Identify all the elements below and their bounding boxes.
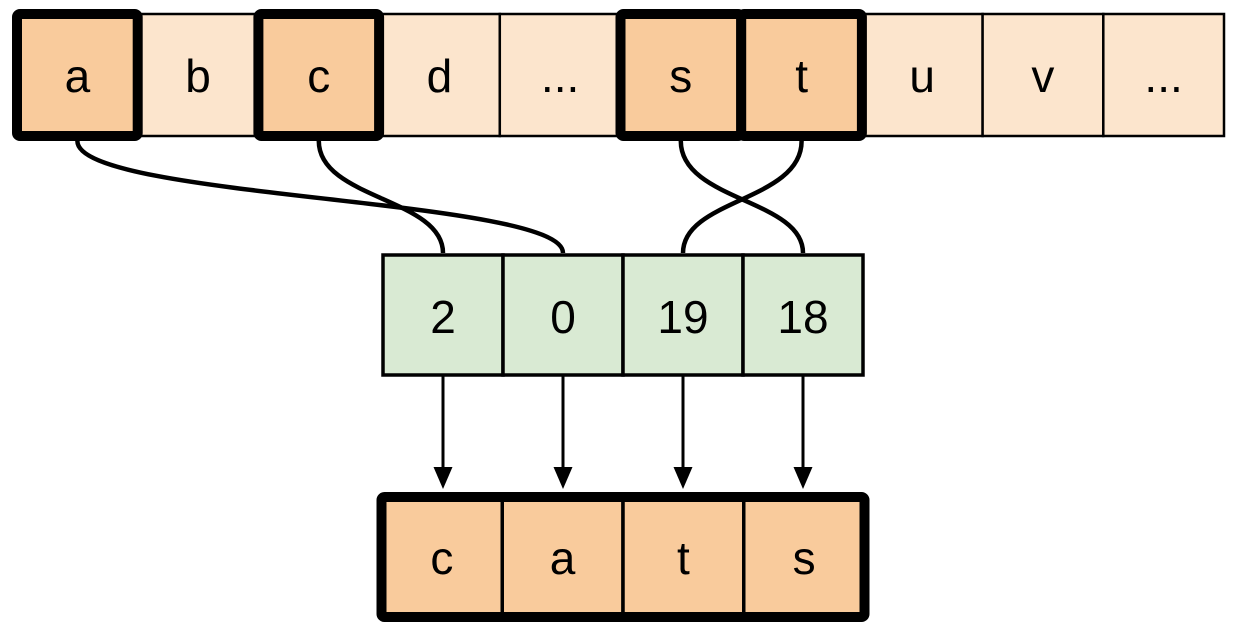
- alphabet-cell-b: [136, 12, 260, 138]
- connector-a-to-0: [75, 140, 566, 254]
- arrow-head-2: [553, 467, 573, 489]
- alphabet-cell-ellipsis-left: [498, 12, 622, 138]
- index-label-19: 19: [657, 291, 708, 343]
- index-cell-18: [741, 253, 865, 377]
- arrow-head-3: [673, 467, 693, 489]
- alphabet-label-ellipsis-left: ...: [541, 50, 579, 102]
- alphabet-label-c: c: [307, 50, 330, 102]
- arrow-head-1: [433, 467, 453, 489]
- alphabet-label-u: u: [909, 50, 935, 102]
- index-to-output-arrows: [433, 375, 813, 489]
- output-row-outline: [376, 492, 870, 622]
- alphabet-row: a b c d ... s t u v ...: [12, 9, 1226, 141]
- output-label-a: a: [550, 532, 576, 584]
- alphabet-label-s: s: [669, 50, 692, 102]
- letter-to-index-connectors: [75, 140, 806, 254]
- alphabet-label-ellipsis-right: ...: [1144, 50, 1182, 102]
- output-label-s: s: [793, 532, 816, 584]
- alphabet-label-d: d: [427, 50, 453, 102]
- arrow-head-4: [793, 467, 813, 489]
- index-label-2: 2: [430, 291, 456, 343]
- index-label-0: 0: [550, 291, 576, 343]
- output-label-c: c: [430, 532, 453, 584]
- alphabet-cell-a-highlighted: [12, 9, 143, 141]
- alphabet-label-b: b: [185, 50, 211, 102]
- alphabet-label-t: t: [795, 50, 808, 102]
- connector-c-to-2: [316, 140, 446, 254]
- alphabet-label-a: a: [65, 50, 91, 102]
- index-cell-2: [381, 253, 505, 377]
- alphabet-cell-ellipsis-right: [1102, 12, 1226, 138]
- alphabet-cell-v: [981, 12, 1105, 138]
- alphabet-cell-d: [377, 12, 502, 138]
- index-label-18: 18: [777, 291, 828, 343]
- index-cell-19: [621, 253, 745, 377]
- index-row: 2 0 19 18: [381, 253, 865, 377]
- connector-t-to-19: [680, 140, 804, 254]
- alphabet-cell-t-highlighted: [736, 9, 867, 141]
- output-label-t: t: [677, 532, 690, 584]
- alphabet-cell-c-highlighted: [253, 9, 385, 141]
- alphabet-label-v: v: [1031, 50, 1054, 102]
- output-row: c a t s: [376, 492, 870, 622]
